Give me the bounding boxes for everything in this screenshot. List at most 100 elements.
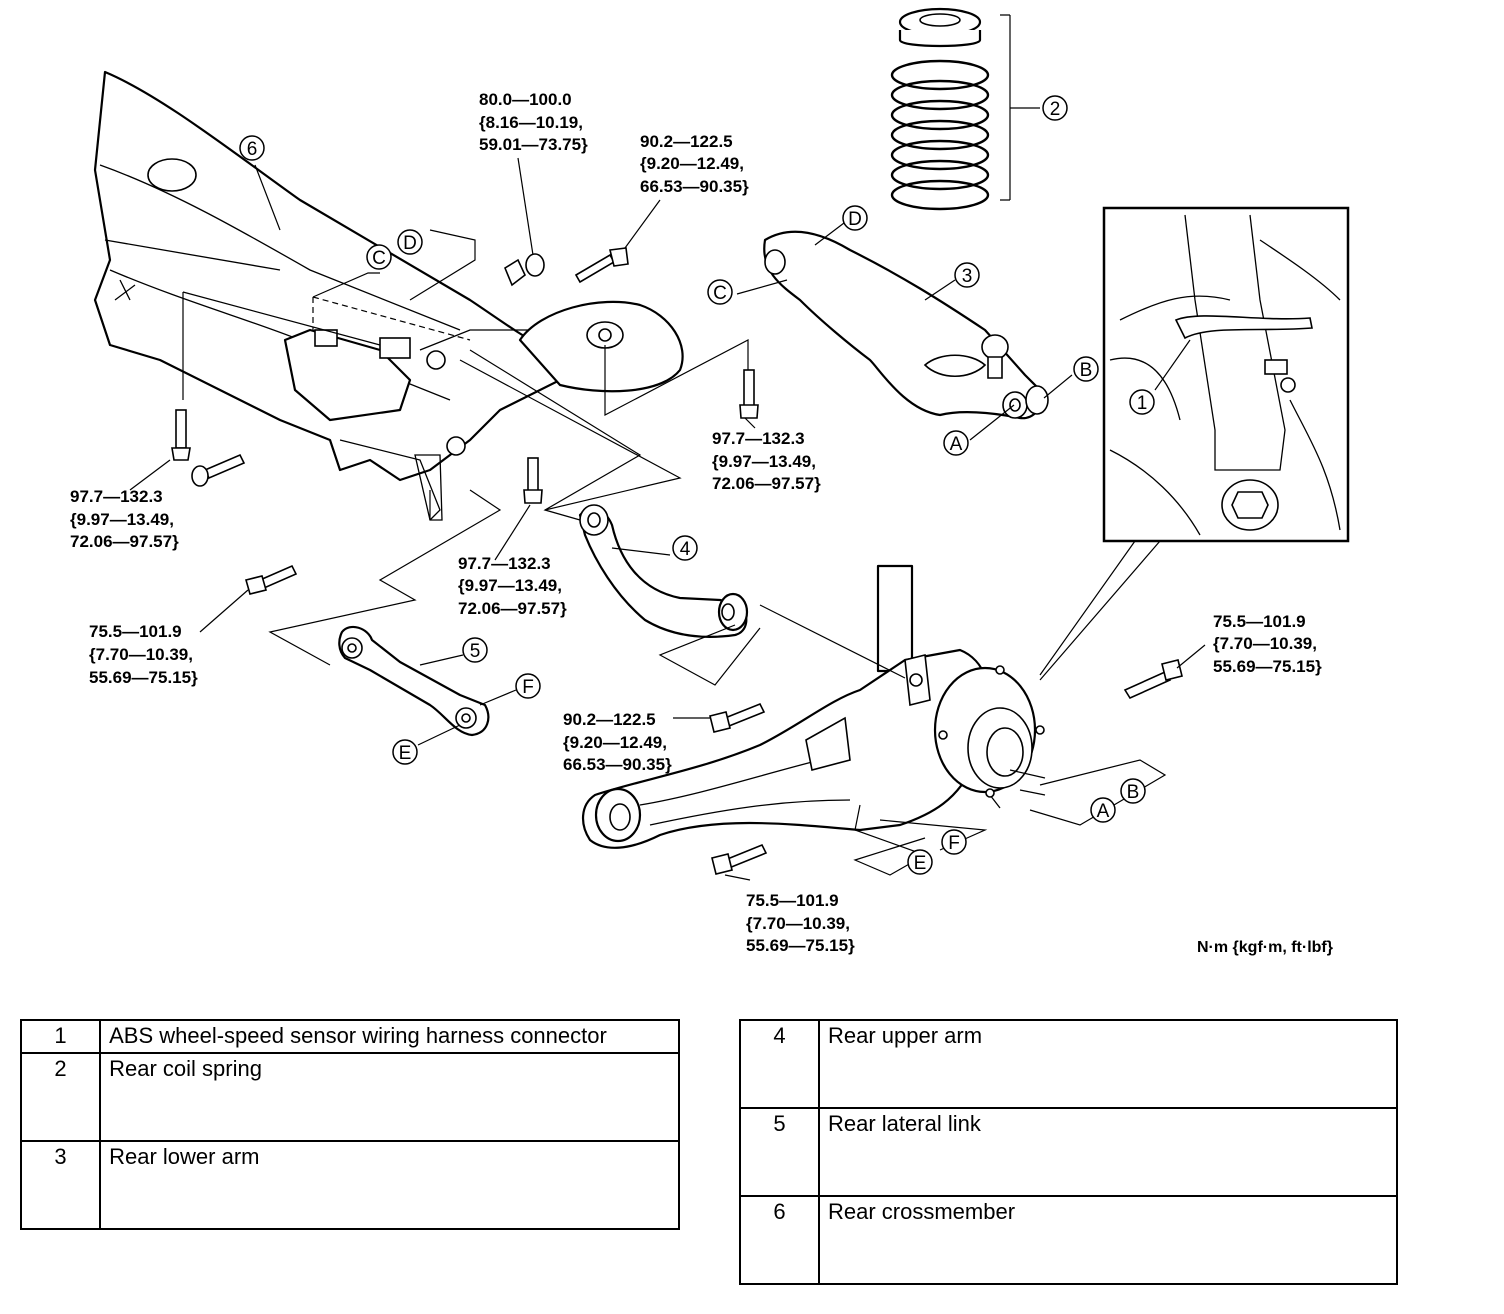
svg-text:F: F xyxy=(522,677,534,698)
rear-lower-arm-drawing xyxy=(763,230,1049,420)
svg-text:90.2—122.5: 90.2—122.5 xyxy=(563,710,656,729)
svg-text:72.06—97.57}: 72.06—97.57} xyxy=(70,532,179,551)
torque-spec-80: 80.0—100.0 {8.16—10.19, 59.01—73.75} xyxy=(479,90,588,154)
callout-3: 3 xyxy=(954,262,980,288)
rear-lateral-link-drawing xyxy=(338,625,490,737)
torque-spec-90-top: 90.2—122.5 {9.20—12.49, 66.53—90.35} xyxy=(640,132,749,196)
svg-text:C: C xyxy=(713,283,727,304)
svg-text:1: 1 xyxy=(1137,393,1148,414)
svg-text:A: A xyxy=(1097,801,1110,822)
svg-text:D: D xyxy=(848,209,862,230)
part-number: 4 xyxy=(739,1019,820,1109)
svg-text:{9.97—13.49,: {9.97—13.49, xyxy=(458,576,562,595)
torque-spec-75-left: 75.5—101.9 {7.70—10.39, 55.69—75.15} xyxy=(89,622,198,687)
svg-text:97.7—132.3: 97.7—132.3 xyxy=(712,429,805,448)
part-name: Rear upper arm xyxy=(818,1019,1398,1109)
svg-text:72.06—97.57}: 72.06—97.57} xyxy=(458,599,567,618)
rear-coil-spring-drawing xyxy=(890,7,1040,211)
svg-text:C: C xyxy=(372,248,386,269)
svg-text:90.2—122.5: 90.2—122.5 xyxy=(640,132,733,151)
callout-c-lower-arm: C xyxy=(707,279,733,305)
part-number: 6 xyxy=(739,1195,820,1285)
abs-connector-detail-inset xyxy=(1039,206,1350,681)
callout-b-knuckle: B xyxy=(1120,778,1146,804)
parts-legend-right: 4 Rear upper arm 5 Rear lateral link 6 R… xyxy=(739,1019,1398,1285)
callout-a-lower-arm: A xyxy=(943,430,969,456)
callout-d-upper: D xyxy=(397,229,423,255)
svg-text:{7.70—10.39,: {7.70—10.39, xyxy=(89,645,193,664)
torque-spec-90-bottom: 90.2—122.5 {9.20—12.49, 66.53—90.35} xyxy=(563,710,672,774)
callout-d-lower-arm: D xyxy=(842,205,868,231)
callout-1: 1 xyxy=(1129,389,1155,415)
legend-row: 2 Rear coil spring xyxy=(19,1052,680,1142)
svg-text:{7.70—10.39,: {7.70—10.39, xyxy=(746,914,850,933)
rear-suspension-exploded-diagram: 80.0—100.0 {8.16—10.19, 59.01—73.75} 90.… xyxy=(70,7,1350,956)
part-number: 3 xyxy=(19,1140,102,1230)
svg-text:D: D xyxy=(403,233,417,254)
parts-legend-left: 1 ABS wheel-speed sensor wiring harness … xyxy=(19,1019,680,1230)
svg-text:5: 5 xyxy=(470,641,481,662)
legend-row: 6 Rear crossmember xyxy=(739,1195,1398,1285)
part-number: 5 xyxy=(739,1107,820,1197)
spring-seat-bracket xyxy=(518,300,684,393)
torque-spec-97-right: 97.7—132.3 {9.97—13.49, 72.06—97.57} xyxy=(712,429,821,493)
svg-text:{9.97—13.49,: {9.97—13.49, xyxy=(712,452,816,471)
legend-row: 5 Rear lateral link xyxy=(739,1107,1398,1197)
callout-f-knuckle: F xyxy=(941,829,967,855)
svg-text:3: 3 xyxy=(962,266,973,287)
part-name: Rear lower arm xyxy=(99,1140,680,1230)
alignment-reference-lines xyxy=(182,229,1167,876)
svg-text:{9.20—12.49,: {9.20—12.49, xyxy=(640,154,744,173)
torque-spec-97-mid: 97.7—132.3 {9.97—13.49, 72.06—97.57} xyxy=(458,554,567,618)
part-name: ABS wheel-speed sensor wiring harness co… xyxy=(99,1019,680,1054)
svg-text:{8.16—10.19,: {8.16—10.19, xyxy=(479,113,583,132)
torque-spec-75-bottom: 75.5—101.9 {7.70—10.39, 55.69—75.15} xyxy=(746,891,855,955)
svg-text:97.7—132.3: 97.7—132.3 xyxy=(458,554,551,573)
svg-text:A: A xyxy=(950,434,963,455)
svg-text:75.5—101.9: 75.5—101.9 xyxy=(746,891,839,910)
svg-text:66.53—90.35}: 66.53—90.35} xyxy=(563,755,672,774)
svg-text:F: F xyxy=(948,833,960,854)
callout-f-lateral-link: F xyxy=(515,673,541,699)
torque-leader-lines xyxy=(129,157,1206,881)
part-name: Rear crossmember xyxy=(818,1195,1398,1285)
svg-text:66.53—90.35}: 66.53—90.35} xyxy=(640,177,749,196)
legend-row: 3 Rear lower arm xyxy=(19,1140,680,1230)
legend-row: 1 ABS wheel-speed sensor wiring harness … xyxy=(19,1019,680,1054)
svg-text:75.5—101.9: 75.5—101.9 xyxy=(1213,612,1306,631)
svg-text:{7.70—10.39,: {7.70—10.39, xyxy=(1213,634,1317,653)
svg-text:{9.20—12.49,: {9.20—12.49, xyxy=(563,733,667,752)
svg-text:6: 6 xyxy=(247,139,258,160)
svg-text:97.7—132.3: 97.7—132.3 xyxy=(70,487,163,506)
svg-text:75.5—101.9: 75.5—101.9 xyxy=(89,622,182,641)
rear-knuckle-and-hub-drawing xyxy=(582,564,1046,849)
svg-text:55.69—75.15}: 55.69—75.15} xyxy=(746,936,855,955)
svg-text:72.06—97.57}: 72.06—97.57} xyxy=(712,474,821,493)
svg-text:B: B xyxy=(1127,782,1140,803)
svg-text:2: 2 xyxy=(1050,99,1061,120)
svg-text:4: 4 xyxy=(680,539,691,560)
svg-text:E: E xyxy=(399,743,412,764)
callout-2: 2 xyxy=(1042,95,1068,121)
svg-text:55.69—75.15}: 55.69—75.15} xyxy=(1213,657,1322,676)
svg-text:E: E xyxy=(914,853,927,874)
svg-text:80.0—100.0: 80.0—100.0 xyxy=(479,90,572,109)
callout-b-lower-arm: B xyxy=(1073,356,1099,382)
svg-text:55.69—75.15}: 55.69—75.15} xyxy=(89,668,198,687)
part-number: 2 xyxy=(19,1052,102,1142)
rear-crossmember-drawing xyxy=(93,70,581,521)
callout-4: 4 xyxy=(672,535,698,561)
callout-5: 5 xyxy=(462,637,488,663)
callout-a-knuckle: A xyxy=(1090,797,1116,823)
part-number: 1 xyxy=(19,1019,102,1054)
callout-c-upper: C xyxy=(366,244,392,270)
callout-6: 6 xyxy=(239,135,265,161)
torque-spec-75-right: 75.5—101.9 {7.70—10.39, 55.69—75.15} xyxy=(1213,612,1322,676)
callout-e-lateral-link: E xyxy=(392,739,418,765)
fastener-drawings xyxy=(171,247,1183,875)
part-name: Rear lateral link xyxy=(818,1107,1398,1197)
svg-text:{9.97—13.49,: {9.97—13.49, xyxy=(70,510,174,529)
callout-e-knuckle: E xyxy=(907,849,933,875)
rear-upper-arm-drawing xyxy=(578,504,749,638)
legend-row: 4 Rear upper arm xyxy=(739,1019,1398,1109)
